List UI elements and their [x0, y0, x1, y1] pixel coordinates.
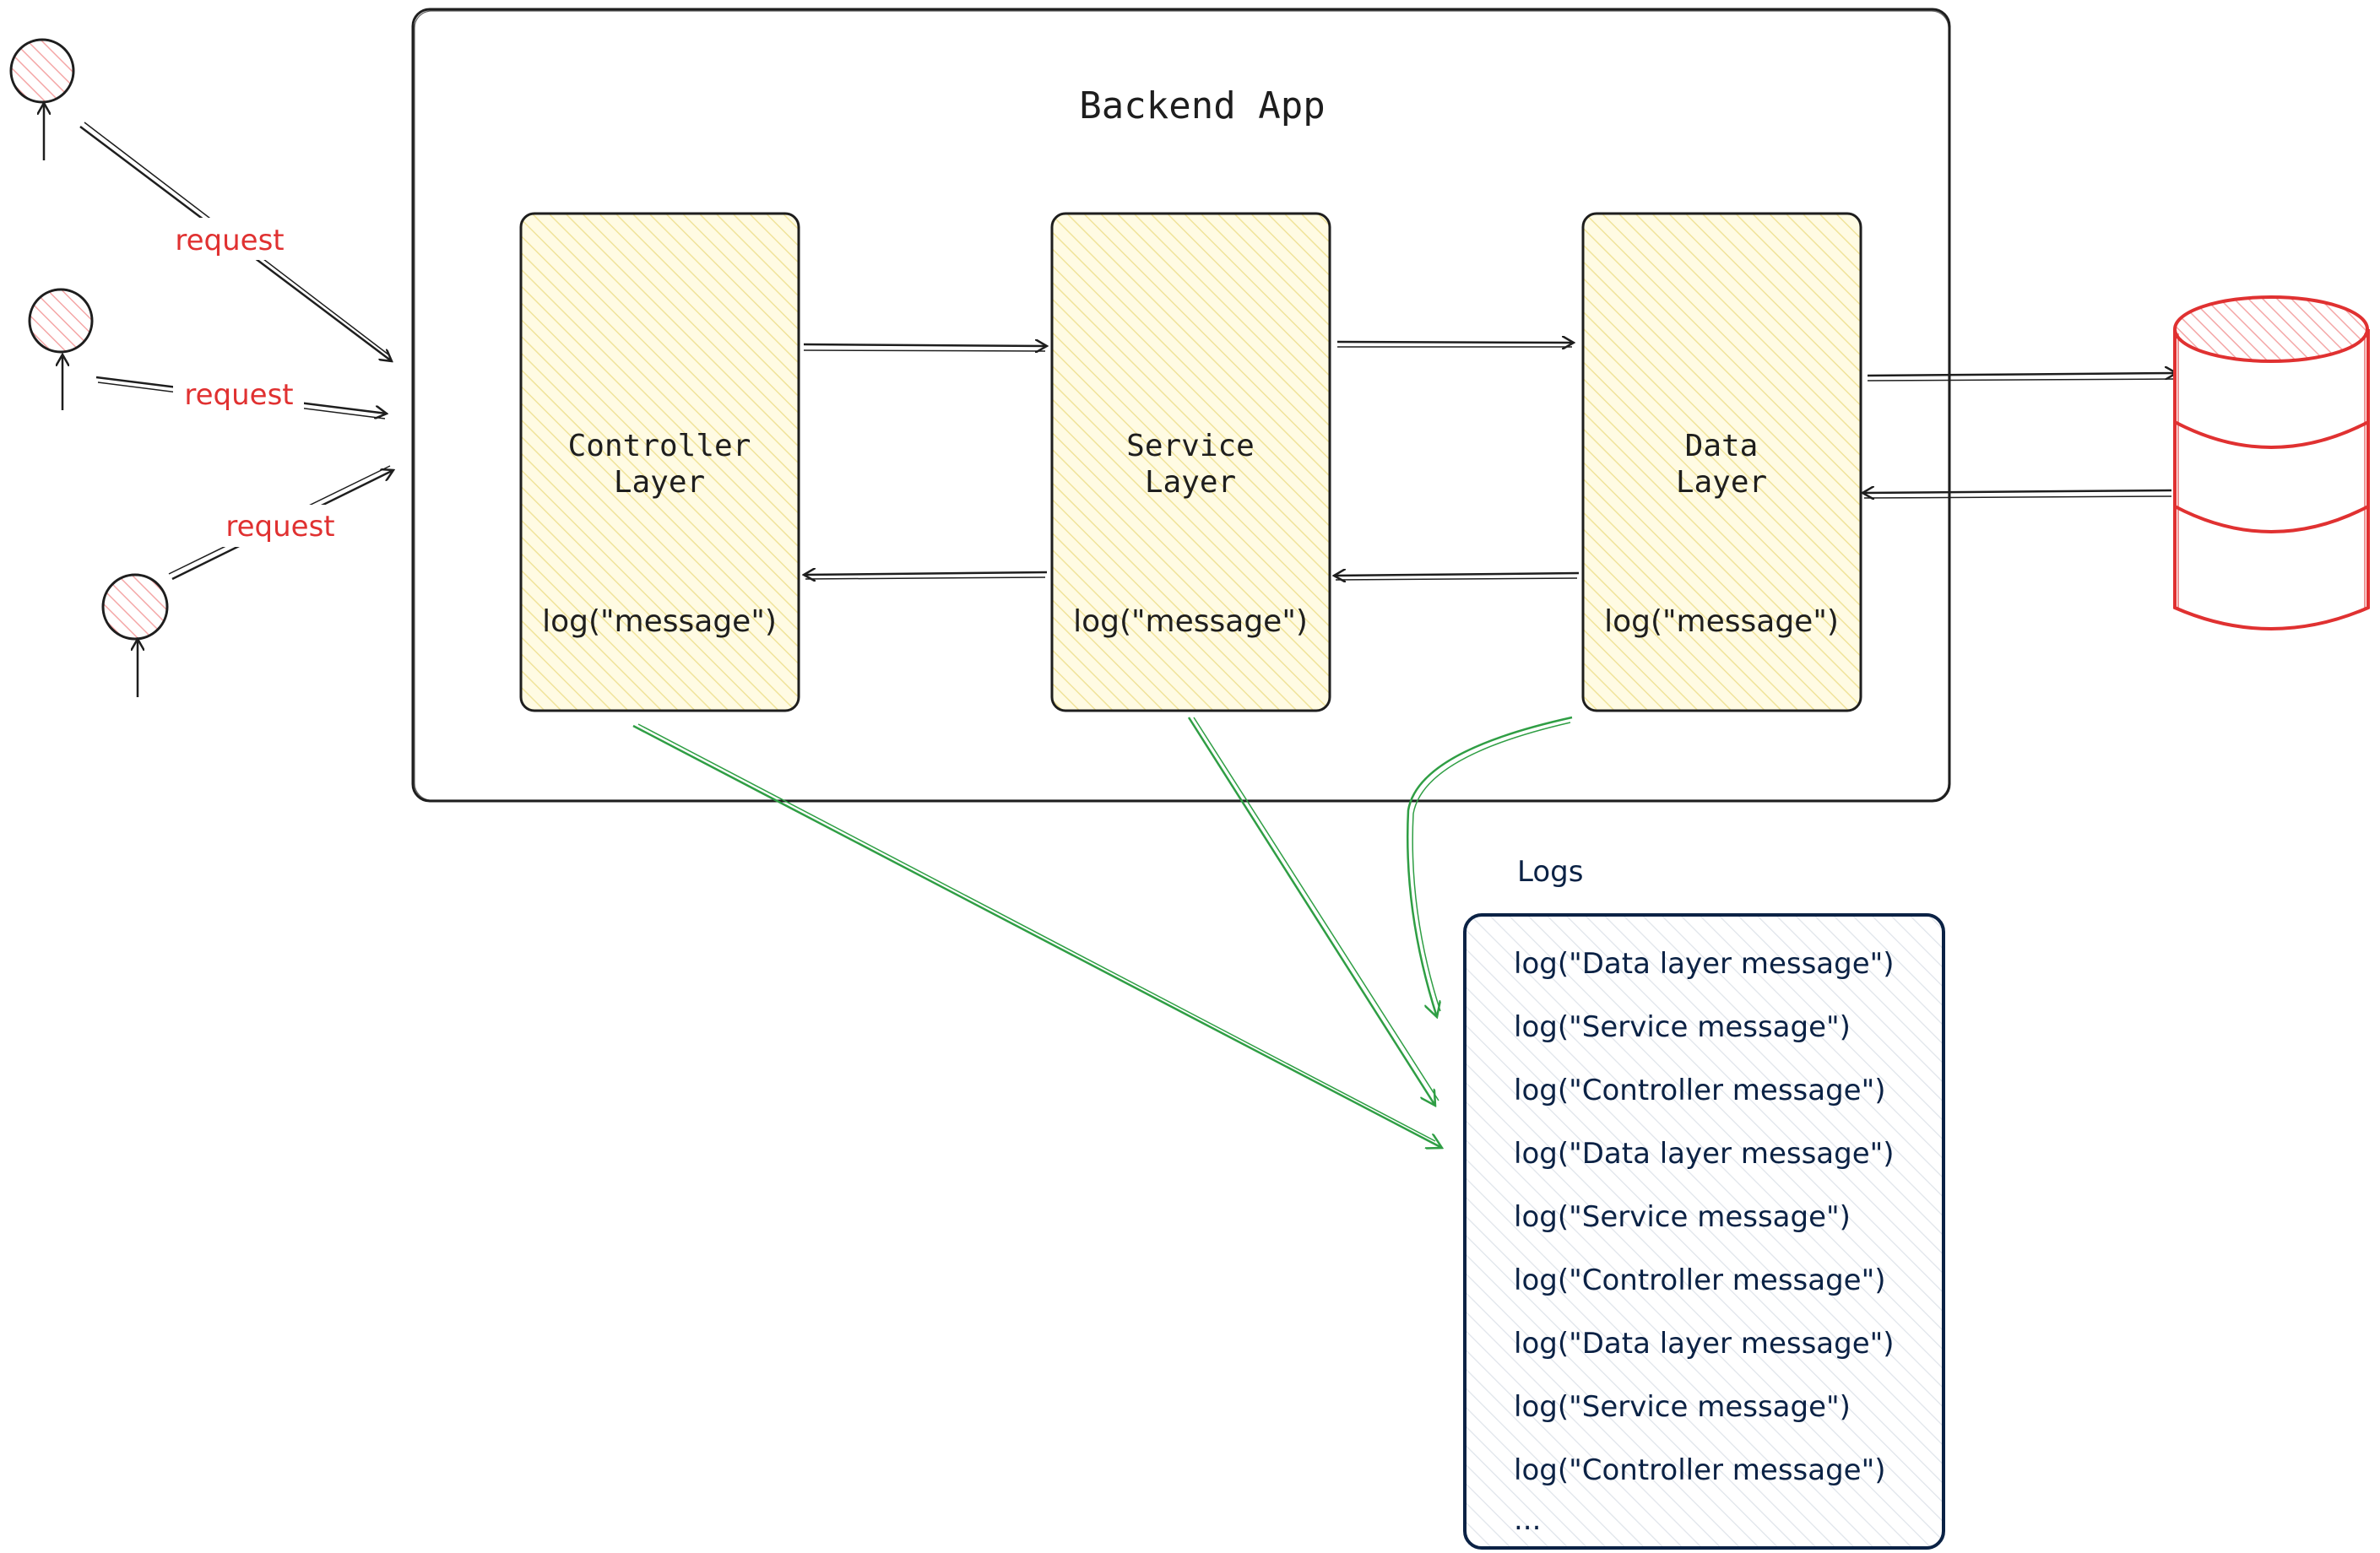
- database-to-data-arrow: [1862, 490, 2172, 498]
- service-log-flow-arrow: [1187, 717, 1439, 1106]
- service-layer-box[interactable]: Service Layer log("message"): [1050, 212, 1331, 712]
- controller-log-call: log("message"): [542, 604, 777, 639]
- logs-panel[interactable]: log("Data layer message") log("Service m…: [1463, 913, 1945, 1550]
- log-line: log("Service message"): [1514, 1200, 1851, 1234]
- data-to-service-arrow: [1334, 573, 1580, 580]
- log-line: log("Service message"): [1514, 1390, 1851, 1424]
- log-line: log("Data layer message"): [1514, 947, 1895, 981]
- data-to-database-arrow: [1867, 373, 2177, 381]
- backend-app-title: Backend App: [1079, 84, 1325, 127]
- request-arrow-1: request: [79, 122, 392, 361]
- service-to-controller-arrow: [804, 572, 1048, 579]
- data-layer-box[interactable]: Data Layer log("message"): [1581, 212, 1862, 712]
- request-label-3: request: [225, 510, 334, 544]
- log-line: log("Service message"): [1514, 1010, 1851, 1044]
- service-to-data-arrow: [1336, 342, 1574, 347]
- request-arrow-2: request: [95, 373, 387, 419]
- user-3-icon[interactable]: [101, 573, 169, 697]
- backend-app-container: Backend App: [411, 8, 1951, 803]
- log-line: log("Controller message"): [1514, 1453, 1886, 1487]
- controller-layer-box[interactable]: Controller Layer log("message"): [519, 212, 800, 712]
- data-log-flow-arrow: [1406, 716, 1573, 1017]
- data-log-call: log("message"): [1604, 604, 1839, 639]
- log-line: log("Data layer message"): [1514, 1327, 1895, 1361]
- user-1-icon[interactable]: [9, 38, 75, 160]
- user-2-icon[interactable]: [28, 288, 94, 410]
- log-line: log("Controller message"): [1514, 1264, 1886, 1297]
- controller-to-service-arrow: [803, 344, 1047, 351]
- data-layer-subtitle: Layer: [1676, 465, 1767, 500]
- data-layer-title: Data: [1685, 429, 1759, 463]
- request-arrow-3: request: [168, 465, 393, 581]
- controller-layer-title: Controller: [568, 429, 751, 463]
- request-label-1: request: [175, 224, 284, 257]
- controller-log-flow-arrow: [632, 723, 1442, 1148]
- log-line: log("Controller message"): [1514, 1074, 1886, 1107]
- service-layer-subtitle: Layer: [1145, 465, 1236, 500]
- database-icon[interactable]: [2173, 295, 2370, 630]
- log-line: log("Data layer message"): [1514, 1137, 1895, 1171]
- service-layer-title: Service: [1126, 429, 1255, 463]
- controller-layer-subtitle: Layer: [614, 465, 705, 500]
- logs-title: Logs: [1517, 855, 1583, 889]
- request-label-2: request: [184, 378, 293, 412]
- service-log-call: log("message"): [1073, 604, 1308, 639]
- log-ellipsis: ...: [1514, 1503, 1541, 1537]
